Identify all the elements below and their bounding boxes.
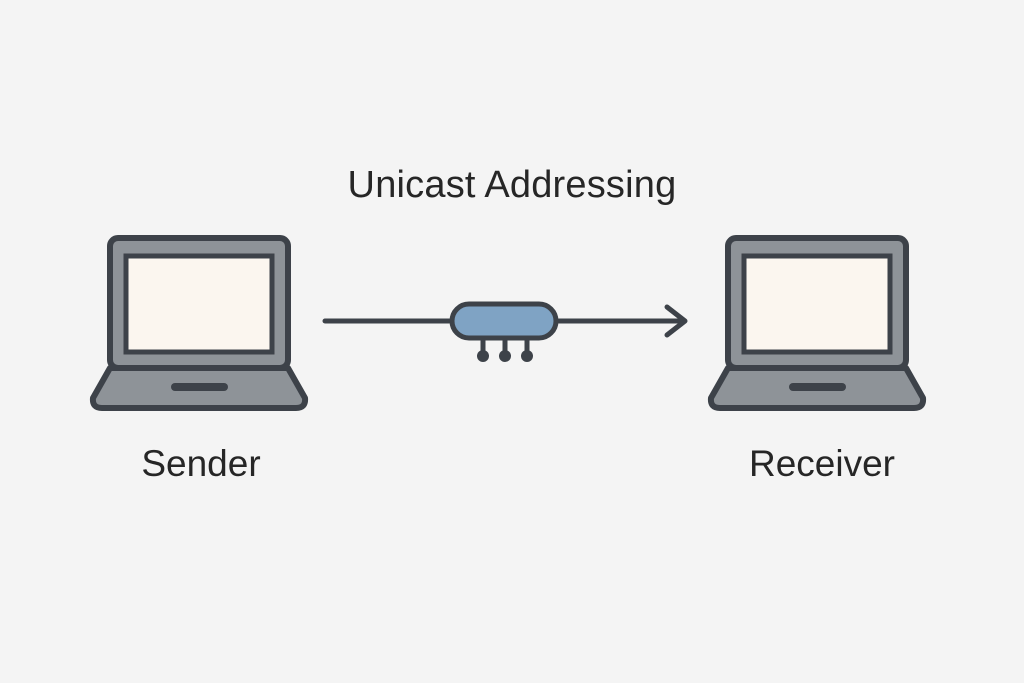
diagram-title: Unicast Addressing bbox=[347, 164, 677, 206]
router-icon bbox=[449, 301, 559, 362]
sender-label: Sender bbox=[141, 443, 261, 484]
receiver-label: Receiver bbox=[749, 443, 895, 484]
sender-laptop-icon bbox=[89, 235, 309, 411]
arrow-right-icon bbox=[664, 304, 688, 338]
receiver-laptop-icon bbox=[707, 235, 927, 411]
unicast-connection-arrow bbox=[322, 304, 688, 338]
